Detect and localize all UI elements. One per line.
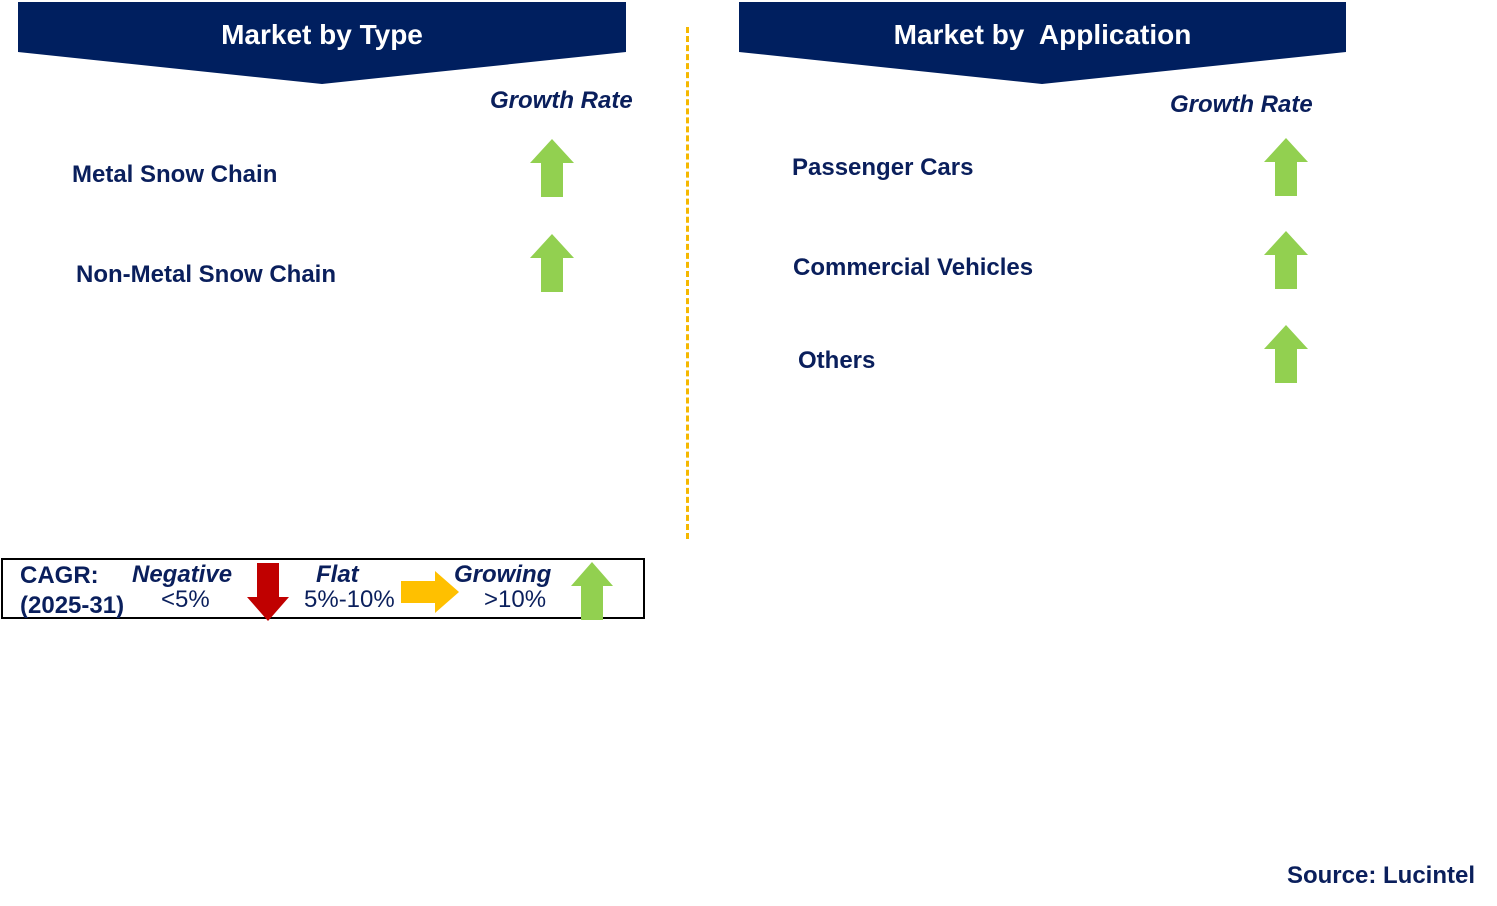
growing-arrow-icon [1264, 138, 1308, 196]
application-item-commercial-vehicles: Commercial Vehicles [793, 254, 1034, 281]
growing-arrow-icon [530, 234, 574, 292]
type-item-non-metal-snow-chain: Non-Metal Snow Chain [76, 261, 336, 288]
type-growth-rate-label: Growth Rate [490, 87, 633, 114]
growing-arrow-icon [1264, 325, 1308, 383]
flat-arrow-icon [401, 571, 459, 613]
banner-shape [739, 2, 1346, 84]
application-growth-rate-label: Growth Rate [1170, 91, 1313, 118]
application-item-passenger-cars: Passenger Cars [792, 154, 974, 181]
legend-flat-range: 5%-10% [304, 586, 395, 613]
legend-cagr-label: CAGR: [20, 562, 99, 589]
cagr-legend: CAGR: (2025-31) Negative <5% Flat 5%-10%… [1, 558, 645, 621]
legend-growing-range: >10% [484, 586, 547, 613]
negative-arrow-icon [247, 563, 289, 621]
type-item-metal-snow-chain: Metal Snow Chain [72, 161, 278, 188]
growing-arrow-icon [1264, 231, 1308, 289]
growing-arrow-icon [530, 139, 574, 197]
banner-shape [18, 2, 626, 84]
legend-growing-label: Growing [454, 561, 552, 588]
growing-arrow-icon [571, 562, 613, 620]
type-banner-title: Market by Type [221, 19, 423, 50]
legend-negative-label: Negative [132, 561, 233, 588]
legend-flat-label: Flat [316, 561, 359, 588]
application-item-others: Others [798, 347, 876, 374]
type-banner: Market by Type [18, 2, 626, 84]
legend-period: (2025-31) [20, 592, 125, 619]
source-credit: Source: Lucintel [1286, 862, 1475, 889]
application-banner-title: Market by Application [893, 19, 1192, 50]
application-banner: Market by Application [739, 2, 1346, 84]
legend-negative-range: <5% [161, 586, 210, 613]
panel-divider [686, 27, 689, 539]
